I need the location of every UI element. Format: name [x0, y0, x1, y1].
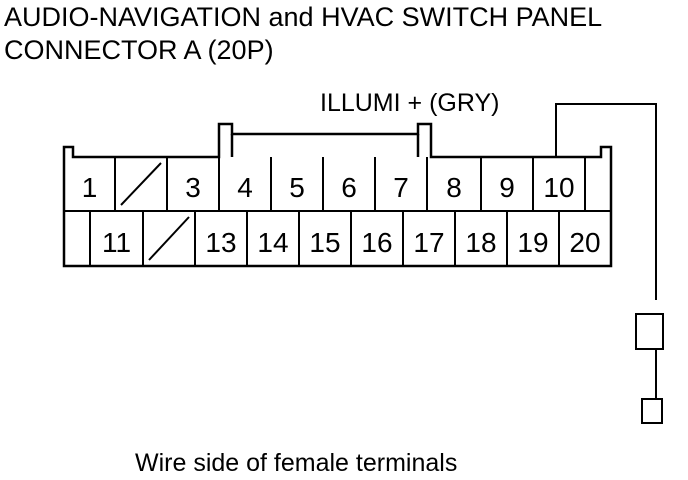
pin-11-label: 11	[102, 227, 131, 258]
pin-20-label: 20	[569, 227, 600, 258]
latch-inner-line	[230, 134, 420, 157]
empty-cavity-slash	[148, 216, 190, 261]
pin-4-label: 4	[237, 172, 253, 203]
terminal-box-small	[641, 398, 663, 424]
title-line-2: CONNECTOR A (20P)	[4, 35, 274, 65]
caption: Wire side of female terminals	[135, 449, 457, 477]
terminal-box-large	[635, 313, 664, 350]
pin-19-label: 19	[517, 227, 548, 258]
pin-14-label: 14	[257, 227, 288, 258]
pin-10-label: 10	[543, 172, 574, 203]
pin-7-label: 7	[393, 172, 409, 203]
pin-1-label: 1	[82, 172, 98, 203]
pin-18-label: 18	[465, 227, 496, 258]
callout-leader-line	[555, 103, 657, 300]
pin-13-label: 13	[205, 227, 236, 258]
pin-15-label: 15	[309, 227, 340, 258]
pin-8-label: 8	[446, 172, 462, 203]
connector-housing	[62, 122, 613, 268]
pin-5-label: 5	[289, 172, 305, 203]
title-line-1: AUDIO-NAVIGATION and HVAC SWITCH PANEL	[4, 2, 602, 32]
empty-cavity-slash	[120, 162, 162, 206]
pin-6-label: 6	[341, 172, 357, 203]
pin-9-label: 9	[499, 172, 515, 203]
connector-row-2: 11 13 14 15 16 17 18 19 20	[89, 211, 601, 266]
connector-outline	[62, 122, 613, 268]
callout-label: ILLUMI + (GRY)	[320, 89, 499, 117]
pin-16-label: 16	[361, 227, 392, 258]
pin-17-label: 17	[413, 227, 444, 258]
connector-row-1: 1 3 4 5 6 7 8 9 10	[82, 157, 586, 211]
pin-3-label: 3	[185, 172, 201, 203]
